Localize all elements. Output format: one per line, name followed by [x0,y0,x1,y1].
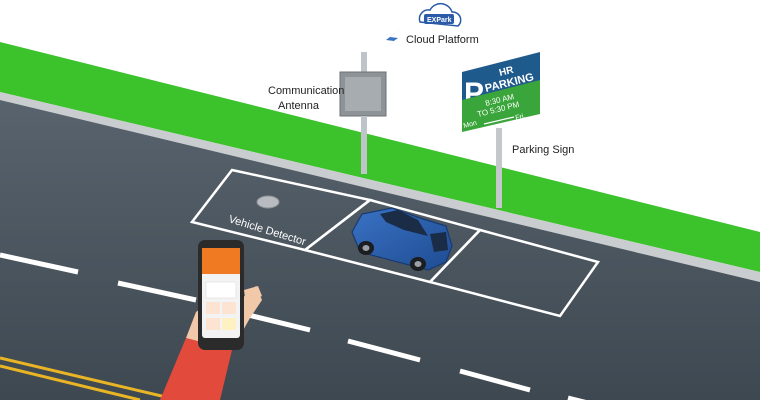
hand-with-phone [160,240,262,400]
cloud-label: Cloud Platform [406,34,479,46]
parking-bays [189,168,601,318]
cloud-icon [418,2,462,27]
communication-antenna [339,52,387,174]
grass-strip [0,42,760,272]
lightning-icon [376,26,404,54]
cloud-brand: EXPark [427,17,452,24]
antenna-label-line1: Communication [268,85,344,97]
lane-dashes [0,252,587,400]
yellow-lines [0,356,171,400]
curb [0,92,760,282]
sign-arrow [483,116,515,125]
car [351,207,453,271]
sign-line1: HR [498,65,515,79]
vehicle-detector [256,195,280,209]
antenna-label-line2: Antenna [278,100,320,112]
sign-green-panel [462,80,540,132]
parking-sign-label: Parking Sign [512,144,574,156]
sign-day-from: Mon [463,120,478,130]
sign-day-to: Fri. [515,113,527,122]
